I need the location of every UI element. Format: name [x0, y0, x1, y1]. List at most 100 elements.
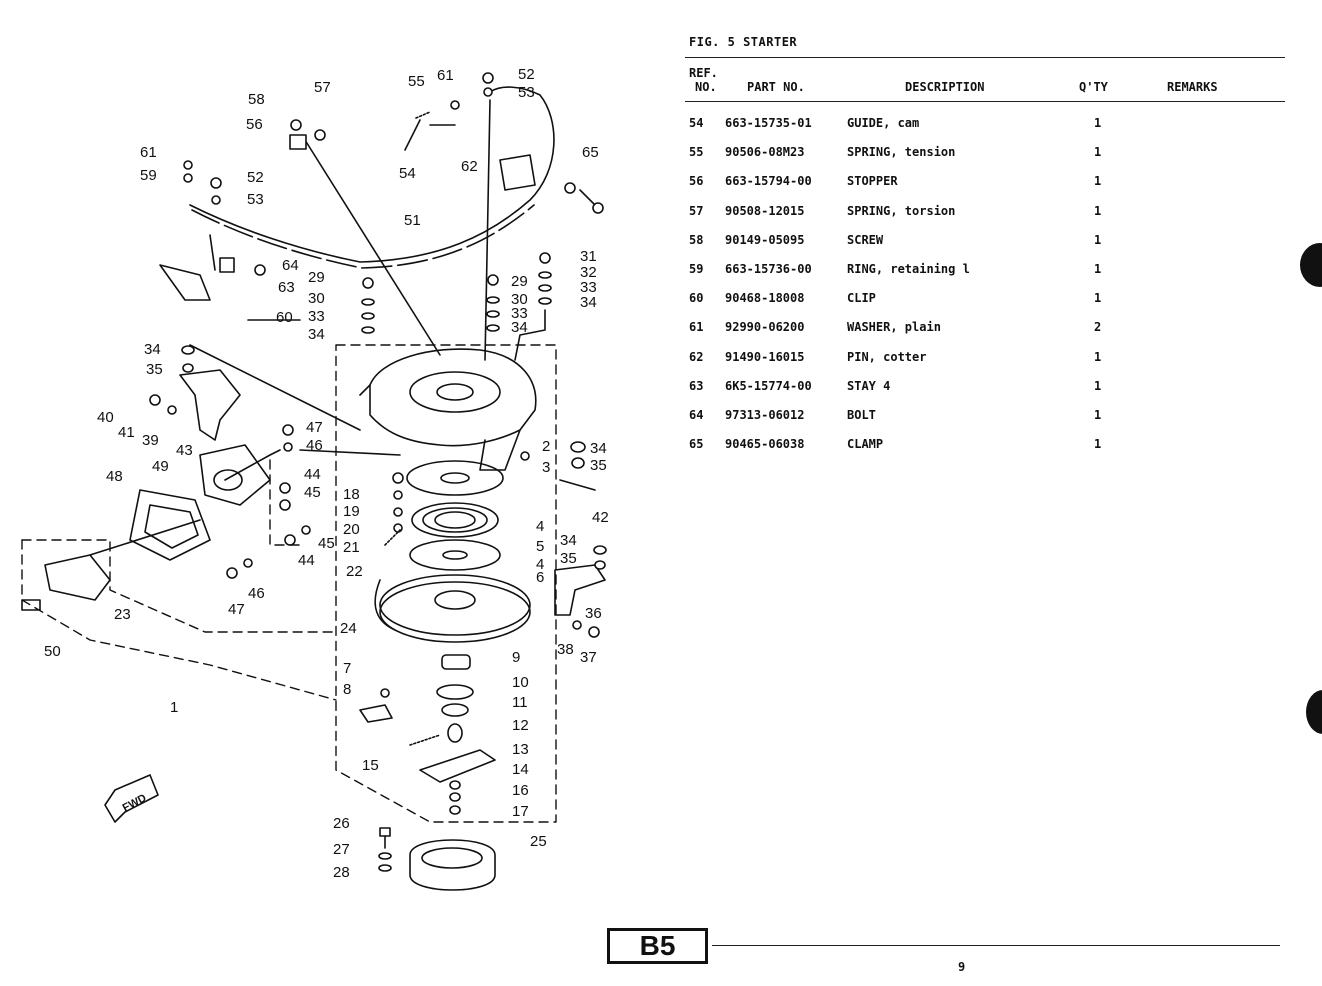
- part-no-cell: 92990-06200: [725, 320, 805, 335]
- callout-label: 35: [590, 457, 607, 474]
- ref-no-cell: 60: [689, 291, 704, 306]
- callout-label: 31: [580, 248, 597, 265]
- callout-label: 34: [560, 532, 577, 549]
- callout-label: 38: [557, 641, 574, 658]
- callout-label: 19: [343, 503, 360, 520]
- ref-no-cell: 54: [689, 116, 704, 130]
- table-top-rule: [685, 57, 1285, 58]
- callout-label: 30: [308, 290, 325, 307]
- callout-label: 27: [333, 841, 350, 858]
- callout-label: 8: [343, 681, 351, 698]
- qty-cell: 1: [1094, 378, 1102, 393]
- description-cell: GUIDE, cam: [847, 116, 920, 130]
- header-part-no: PART NO.: [747, 80, 805, 94]
- part-no-cell: 663-15735-01: [725, 116, 812, 130]
- qty-cell: 1: [1094, 232, 1102, 247]
- callout-label: 41: [118, 424, 135, 441]
- ref-no-cell: 63: [689, 378, 704, 393]
- ref-no-cell: 56: [689, 174, 704, 189]
- callout-label: 51: [404, 212, 421, 229]
- section-badge: B5: [607, 928, 708, 964]
- callout-label: 53: [518, 84, 535, 101]
- table-row: 54 663-15735-01 GUIDE, cam 1: [0, 116, 1322, 136]
- callout-label: 2: [542, 438, 550, 455]
- callout-label: 46: [248, 585, 265, 602]
- callout-label: 56: [246, 116, 263, 133]
- callout-label: 29: [511, 273, 528, 290]
- callout-label: 53: [247, 191, 264, 208]
- part-no-cell: 90508-12015: [725, 203, 805, 218]
- callout-label: 11: [512, 694, 528, 711]
- footer-rule: [712, 945, 1280, 946]
- callout-label: 61: [140, 144, 157, 161]
- callout-label: 64: [282, 257, 299, 274]
- callout-label: 7: [343, 660, 351, 677]
- callout-label: 14: [512, 761, 529, 778]
- callout-label: 42: [592, 509, 609, 526]
- callout-label: 52: [518, 66, 535, 83]
- callout-label: 10: [512, 674, 529, 691]
- description-cell: WASHER, plain: [847, 320, 941, 335]
- callout-label: 6: [536, 569, 544, 586]
- qty-cell: 1: [1094, 408, 1102, 422]
- binding-hole-top: [1300, 243, 1322, 287]
- callout-label: 45: [318, 535, 335, 552]
- binding-hole-bottom: [1306, 690, 1322, 734]
- qty-cell: 1: [1094, 116, 1102, 130]
- callout-label: 23: [114, 606, 131, 623]
- callout-label: 24: [340, 620, 357, 637]
- part-no-cell: 90149-05095: [725, 232, 805, 247]
- callout-label: 65: [582, 144, 599, 161]
- callout-label: 33: [580, 279, 597, 296]
- ref-no-cell: 58: [689, 232, 704, 247]
- qty-cell: 1: [1094, 349, 1102, 364]
- description-cell: SPRING, tension: [847, 145, 956, 160]
- part-no-cell: 663-15736-00: [725, 262, 812, 276]
- callout-label: 16: [512, 782, 529, 799]
- qty-cell: 1: [1094, 145, 1102, 160]
- callout-label: 60: [276, 309, 293, 326]
- callout-label: 25: [530, 833, 547, 850]
- callout-label: 59: [140, 167, 157, 184]
- page-number: 9: [958, 960, 966, 974]
- ref-no-cell: 59: [689, 262, 704, 276]
- table-header-rule: [685, 101, 1285, 102]
- figure-title: FIG. 5 STARTER: [689, 35, 798, 49]
- callout-label: 43: [176, 442, 193, 459]
- part-no-cell: 663-15794-00: [725, 174, 812, 189]
- qty-cell: 1: [1094, 291, 1102, 306]
- callout-label: 12: [512, 717, 529, 734]
- ref-no-cell: 65: [689, 437, 704, 452]
- callout-label: 4: [536, 518, 544, 535]
- callout-label: 54: [399, 165, 416, 182]
- qty-cell: 2: [1094, 320, 1102, 335]
- description-cell: BOLT: [847, 408, 876, 422]
- callout-label: 18: [343, 486, 360, 503]
- ref-no-cell: 62: [689, 349, 704, 364]
- callout-label: 17: [512, 803, 529, 820]
- callout-label: 55: [408, 73, 425, 90]
- description-cell: SCREW: [847, 232, 884, 247]
- header-remarks: REMARKS: [1167, 80, 1218, 94]
- callout-label: 5: [536, 538, 544, 555]
- callout-label: 4: [536, 556, 544, 573]
- header-ref-no: REF. NO.: [689, 66, 718, 94]
- callout-label: 49: [152, 458, 169, 475]
- callout-label: 35: [146, 361, 163, 378]
- header-ref-line2: NO.: [695, 80, 717, 94]
- ref-no-cell: 61: [689, 320, 704, 335]
- callout-label: 58: [248, 91, 265, 108]
- callout-label: 48: [106, 468, 123, 485]
- callout-label: 28: [333, 864, 350, 881]
- callout-label: 44: [298, 552, 315, 569]
- callout-label: 1: [170, 699, 178, 716]
- qty-cell: 1: [1094, 262, 1102, 276]
- callout-label: 26: [333, 815, 350, 832]
- callout-label: 39: [142, 432, 159, 449]
